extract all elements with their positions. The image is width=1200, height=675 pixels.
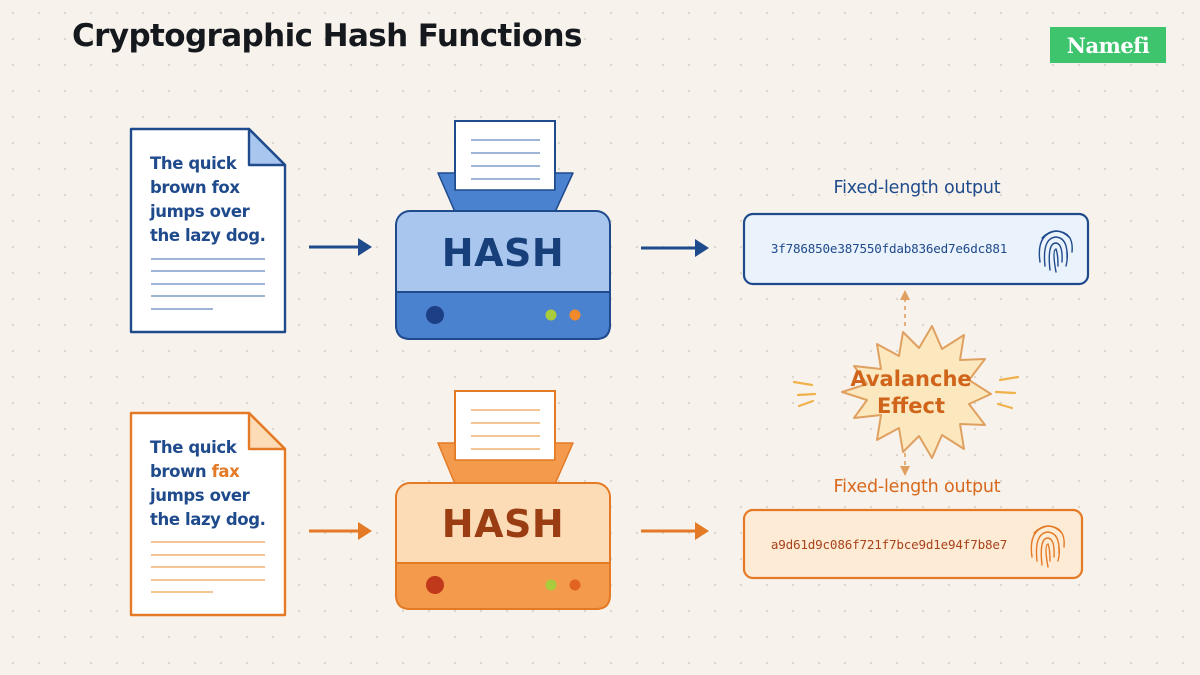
hash-machine-icon-blue <box>395 120 611 340</box>
hash-label-bottom: HASH <box>441 502 565 546</box>
input-line: brown fax <box>150 460 280 484</box>
input-line-prefix: brown <box>150 462 212 481</box>
bottom-hash-value: a9d61d9c086f721f7bce9d1e94f7b8e7 <box>770 537 1008 552</box>
fingerprint-icon <box>1038 230 1073 273</box>
avalanche-effect-label: Avalanche Effect <box>822 366 1000 420</box>
fingerprint-icon <box>1030 525 1065 568</box>
avalanche-line: Avalanche <box>850 367 972 391</box>
page-title: Cryptographic Hash Functions <box>72 18 582 54</box>
input-line: jumps over <box>150 486 250 505</box>
arrow-right-icon <box>641 239 709 257</box>
input-line: jumps over <box>150 202 250 221</box>
modified-document-icon <box>129 411 287 617</box>
changed-word: fax <box>211 462 240 481</box>
arrow-right-icon <box>309 522 372 540</box>
hash-machine-icon-orange <box>395 390 611 610</box>
hash-label-top: HASH <box>441 231 565 275</box>
original-document-icon <box>129 127 287 334</box>
input-line: brown fox <box>150 178 240 197</box>
logo-badge <box>1050 27 1166 63</box>
bottom-output-box <box>742 508 1084 580</box>
input-line: The quick <box>150 438 237 457</box>
input-line: the lazy dog. <box>150 510 266 529</box>
namefi-logo: Namefi <box>1066 32 1150 58</box>
top-hash-value: 3f786850e387550fdab836ed7e6dc881 <box>770 241 1008 256</box>
arrow-right-icon <box>641 522 709 540</box>
top-output-box <box>742 212 1090 286</box>
starburst-icon <box>792 325 1020 459</box>
bottom-output-caption: Fixed-length output <box>833 477 1001 497</box>
arrow-right-icon <box>309 238 372 256</box>
top-output-caption: Fixed-length output <box>833 178 1001 198</box>
avalanche-line: Effect <box>876 394 946 418</box>
input-line: The quick <box>150 154 237 173</box>
original-input-text: The quick brown fox jumps over the lazy … <box>150 152 280 248</box>
modified-input-text: The quick brown fax jumps over the lazy … <box>150 436 280 532</box>
input-line: the lazy dog. <box>150 226 266 245</box>
